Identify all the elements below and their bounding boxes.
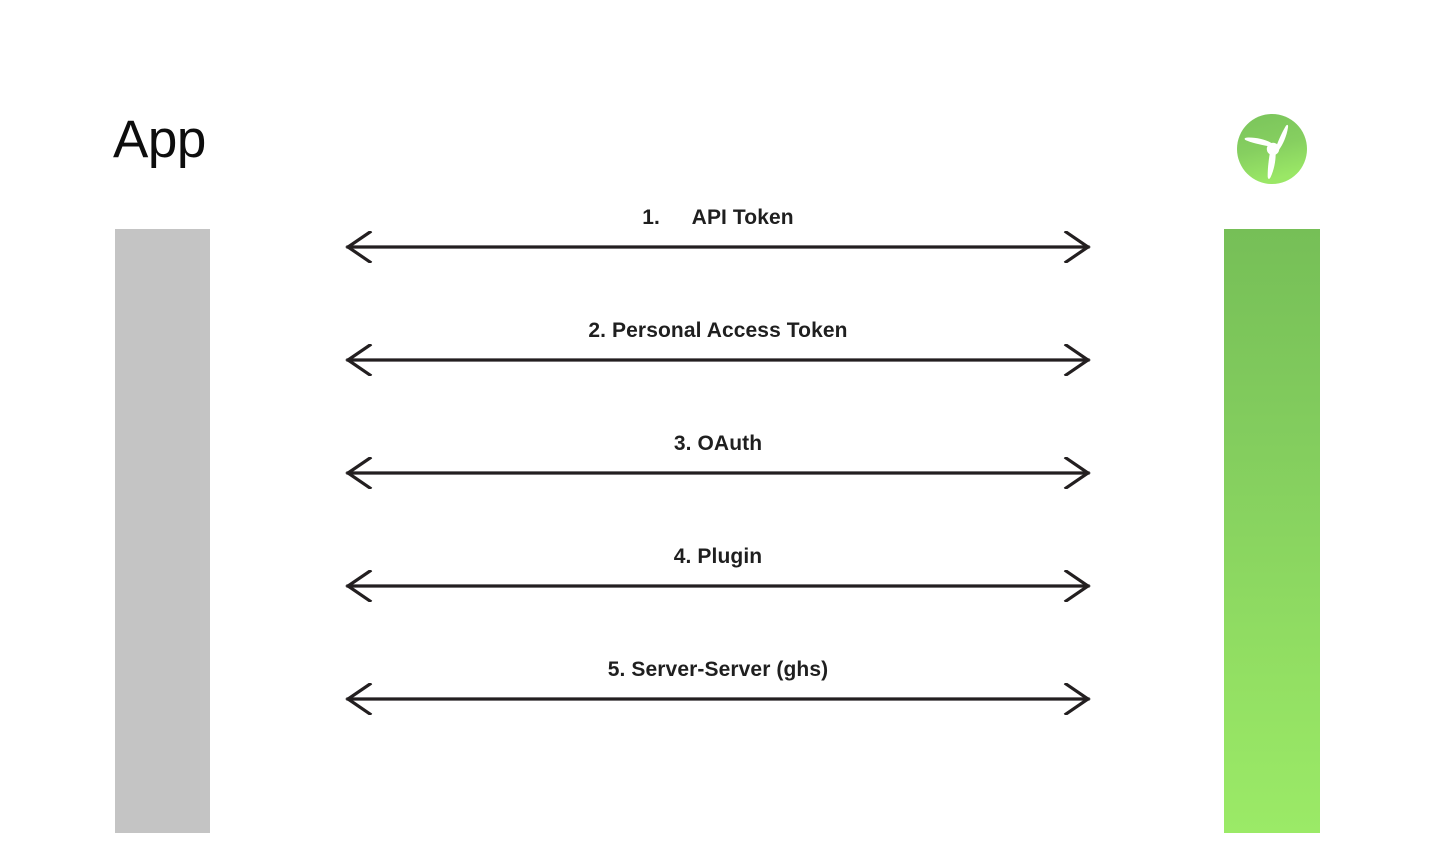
- left-actor-lifeline: [115, 229, 210, 833]
- left-actor-title: App: [113, 110, 206, 169]
- message-row: 3. OAuth: [340, 431, 1096, 489]
- message-row: 5. Server-Server (ghs): [340, 657, 1096, 715]
- bidirectional-arrow-icon: [340, 231, 1096, 263]
- bidirectional-arrow-icon: [340, 570, 1096, 602]
- bidirectional-arrow-icon: [340, 457, 1096, 489]
- message-label: 5. Server-Server (ghs): [607, 658, 829, 681]
- message-label: 3. OAuth: [673, 432, 763, 455]
- right-actor-lifeline: [1224, 229, 1320, 833]
- propeller-logo-icon: [1236, 113, 1308, 185]
- message-row: 4. Plugin: [340, 544, 1096, 602]
- message-label: 2. Personal Access Token: [588, 319, 848, 342]
- message-label: 4. Plugin: [673, 545, 763, 568]
- bidirectional-arrow-icon: [340, 344, 1096, 376]
- message-row: 1. API Token: [340, 205, 1096, 263]
- message-row: 2. Personal Access Token: [340, 318, 1096, 376]
- bidirectional-arrow-icon: [340, 683, 1096, 715]
- message-label: 1. API Token: [642, 206, 794, 229]
